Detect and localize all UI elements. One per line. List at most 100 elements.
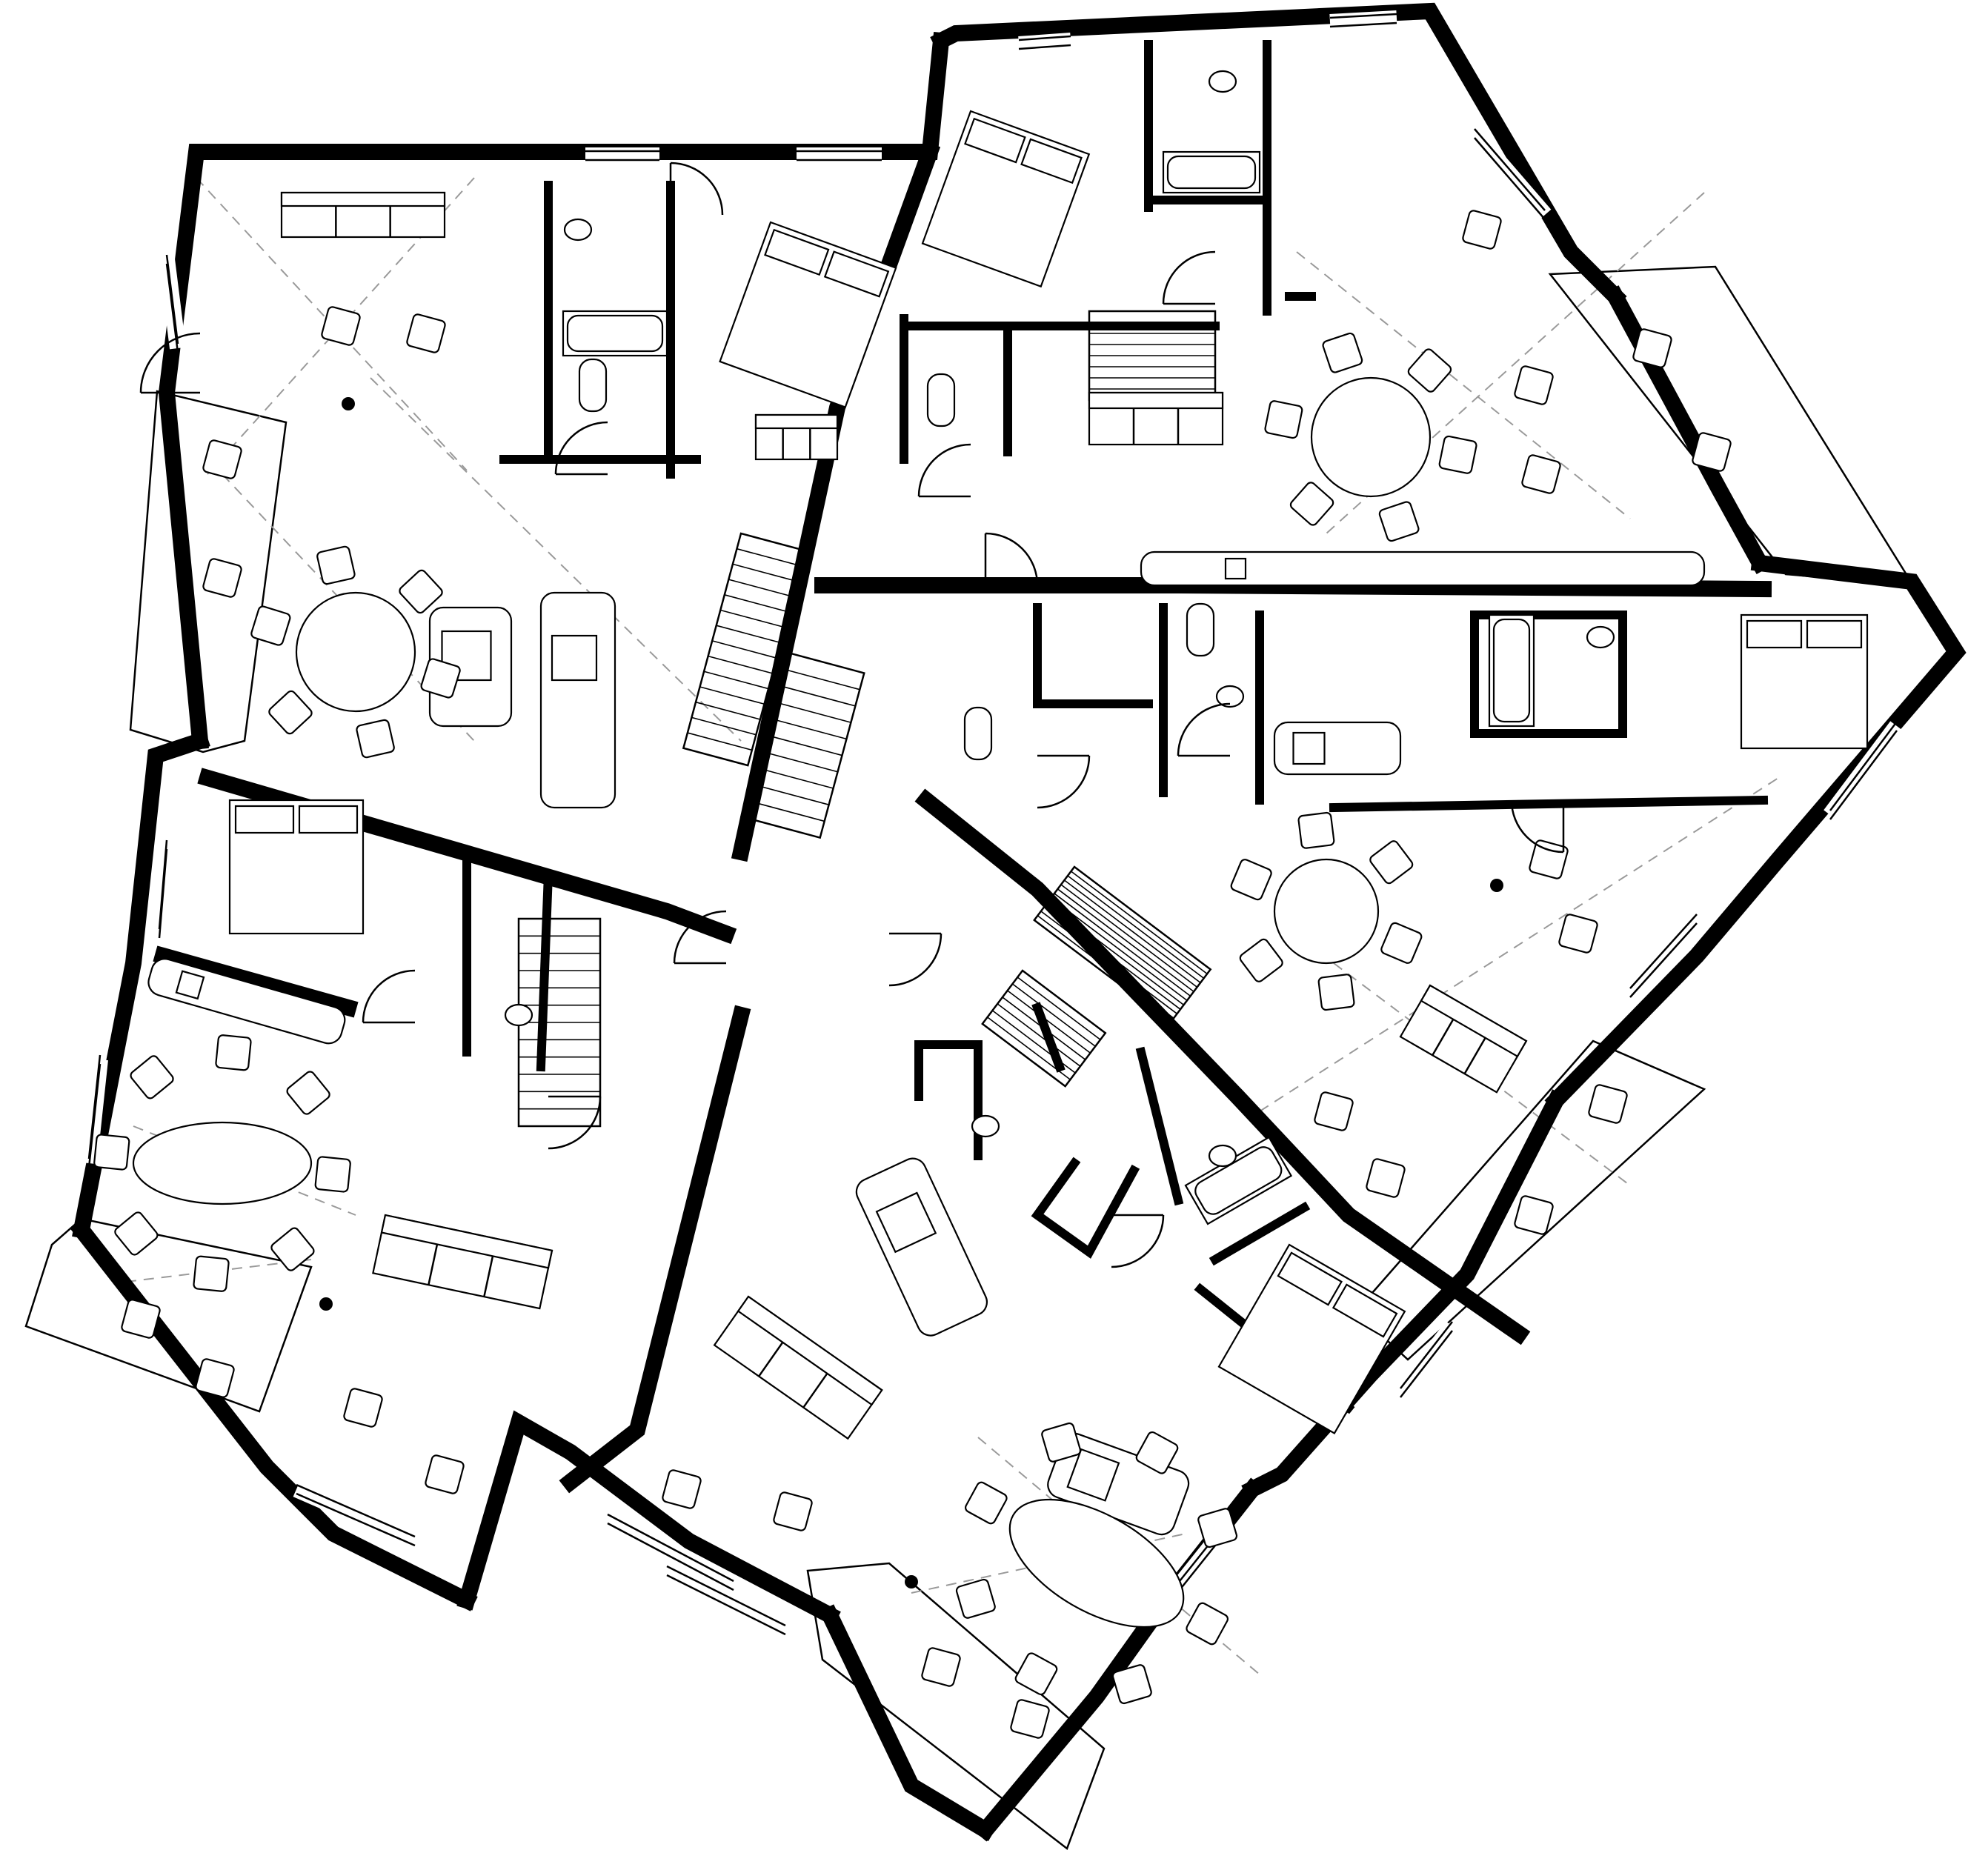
dining-table-west xyxy=(132,1121,313,1205)
chair xyxy=(1514,1195,1554,1235)
door xyxy=(548,1095,602,1150)
window-pane xyxy=(1629,914,1698,989)
hob xyxy=(1292,731,1326,765)
bed-west xyxy=(228,799,365,935)
door xyxy=(1111,1214,1165,1268)
exterior-wall xyxy=(1241,1089,1567,1500)
chair xyxy=(130,1055,174,1099)
stair-tread xyxy=(728,579,794,598)
door-swing xyxy=(139,332,201,393)
stair-outline xyxy=(682,532,807,767)
exterior-wall xyxy=(1604,285,1771,574)
window-pane xyxy=(1400,1321,1453,1389)
stair-tread xyxy=(991,1010,1076,1074)
kitchen-counter-east xyxy=(1273,721,1402,776)
chair xyxy=(195,1358,235,1398)
washbasin xyxy=(1208,70,1237,93)
exterior-wall xyxy=(72,731,210,1240)
washbasin xyxy=(563,218,593,242)
chair xyxy=(1380,922,1423,964)
door xyxy=(888,932,943,987)
stair-tread xyxy=(720,609,785,628)
sofa-southwest xyxy=(372,1214,553,1310)
round-table-west xyxy=(295,591,416,713)
ceiling-dash-line xyxy=(1296,251,1631,519)
stair-tread xyxy=(997,1003,1081,1067)
window-pane xyxy=(666,1574,786,1636)
chair xyxy=(1041,1422,1082,1463)
chair xyxy=(1264,400,1303,439)
hob xyxy=(551,634,598,682)
window-pane xyxy=(1474,137,1546,220)
stair-tread xyxy=(750,782,829,805)
door-swing xyxy=(1111,1214,1165,1268)
window-pane xyxy=(1329,21,1397,28)
stair-tread xyxy=(759,750,838,773)
chair xyxy=(425,1454,465,1494)
stair-tread xyxy=(776,684,856,707)
door xyxy=(1037,754,1091,809)
chair xyxy=(1692,432,1732,472)
door xyxy=(362,969,416,1024)
window-pane xyxy=(1400,1330,1453,1398)
interior-walls xyxy=(462,40,1769,1414)
washbasin xyxy=(971,1114,1000,1138)
exterior-wall xyxy=(914,788,1531,1345)
sofa-back xyxy=(737,1295,883,1406)
bathtub-northwest xyxy=(562,310,668,357)
window-pane xyxy=(296,1483,416,1538)
terrace-outline xyxy=(129,390,287,753)
beds xyxy=(228,110,1869,1435)
walls xyxy=(70,2,1967,1842)
stair-tread xyxy=(703,671,769,690)
stairs xyxy=(517,310,1217,1128)
door-swing xyxy=(1510,799,1564,854)
counter-top xyxy=(539,591,616,809)
pillow xyxy=(298,805,359,834)
sofa-back xyxy=(380,1214,553,1269)
sofa-east xyxy=(1399,984,1528,1094)
chair xyxy=(1462,210,1502,250)
hob xyxy=(1066,1448,1120,1502)
terrace-outline xyxy=(1354,1039,1706,1361)
door xyxy=(1162,250,1216,305)
stair-tread xyxy=(716,625,781,644)
chair xyxy=(321,306,361,346)
exterior-wall xyxy=(559,1005,751,1494)
stair-tread xyxy=(771,700,851,723)
stair-tread xyxy=(724,594,789,613)
chair xyxy=(773,1491,813,1531)
toilet xyxy=(1186,602,1215,657)
exterior-wall xyxy=(158,31,951,750)
chair xyxy=(1289,482,1334,526)
chair xyxy=(1297,811,1335,849)
chair xyxy=(955,1578,996,1619)
stair-tread xyxy=(1040,911,1178,1014)
pillow xyxy=(964,117,1026,164)
chairs xyxy=(93,210,1732,1739)
window-pane xyxy=(158,848,168,939)
stair-flight-south-a xyxy=(1033,865,1212,1025)
chair xyxy=(1317,974,1355,1011)
sofa-north xyxy=(1088,391,1224,446)
chair xyxy=(202,558,242,598)
door-swing xyxy=(554,421,608,475)
chair xyxy=(1322,332,1363,373)
chair xyxy=(1514,365,1554,405)
chair xyxy=(1407,348,1452,393)
sofa-cushion-seam xyxy=(428,1244,439,1285)
window-pane xyxy=(1018,35,1071,41)
window-gap xyxy=(603,1511,738,1593)
interior-wall xyxy=(1031,1157,1140,1259)
sofa-cushion-seam xyxy=(802,1373,828,1408)
stair-tread xyxy=(1017,977,1101,1040)
dining-table-south xyxy=(1008,1498,1185,1629)
window-gap xyxy=(1329,10,1397,30)
bathtub-inner xyxy=(1492,618,1531,723)
windows xyxy=(81,10,1904,1637)
chair xyxy=(1186,1602,1229,1646)
window-pane xyxy=(1629,922,1698,998)
stair-tread xyxy=(1067,875,1205,979)
stair-tread xyxy=(763,733,842,756)
pillow xyxy=(1277,1251,1343,1306)
